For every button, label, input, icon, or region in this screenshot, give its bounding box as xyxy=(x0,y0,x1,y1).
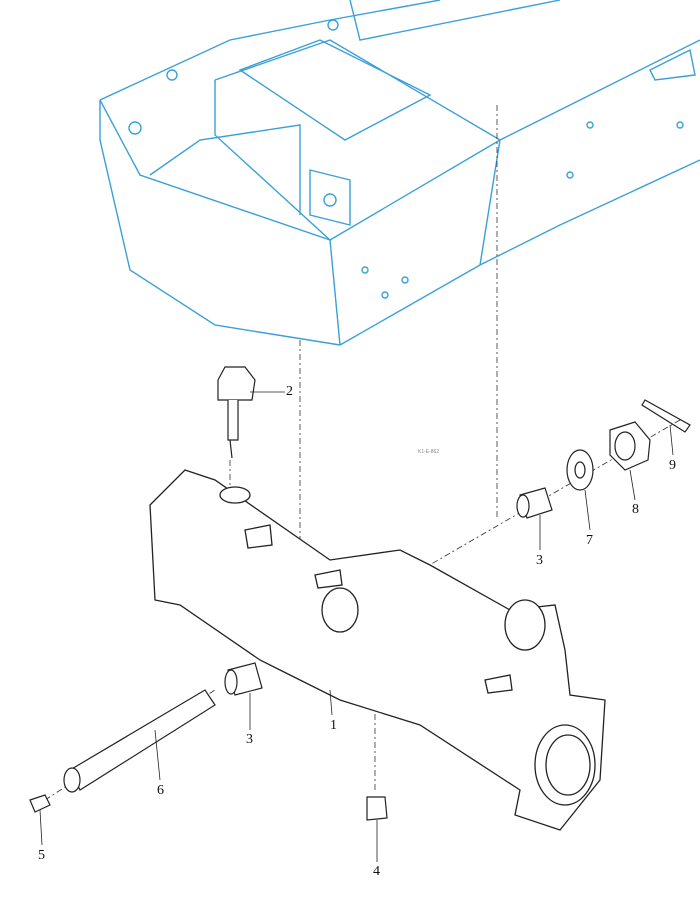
callout-2: 2 xyxy=(286,384,293,399)
bushing-left xyxy=(224,662,263,696)
callout-5: 5 xyxy=(38,848,45,863)
callout-7: 7 xyxy=(586,533,593,548)
callout-9: 9 xyxy=(669,458,676,473)
callout-1: 1 xyxy=(330,718,337,733)
pivot-pin xyxy=(63,689,216,793)
cotter-pin xyxy=(641,399,691,433)
tractor-frame xyxy=(99,0,700,346)
bushing-right xyxy=(516,487,553,519)
washer xyxy=(566,449,594,491)
axle-housing xyxy=(149,469,606,831)
leader-lines xyxy=(39,391,674,862)
breather xyxy=(217,366,256,459)
callout-3: 3 xyxy=(246,732,253,747)
drawing-code: K1-E-862 xyxy=(418,449,440,455)
callout-3: 3 xyxy=(536,553,543,568)
callout-6: 6 xyxy=(157,783,164,798)
nut xyxy=(609,421,651,471)
callout-4: 4 xyxy=(373,864,380,879)
plug xyxy=(366,796,388,821)
callout-8: 8 xyxy=(632,502,639,517)
grease-fitting xyxy=(29,794,51,813)
